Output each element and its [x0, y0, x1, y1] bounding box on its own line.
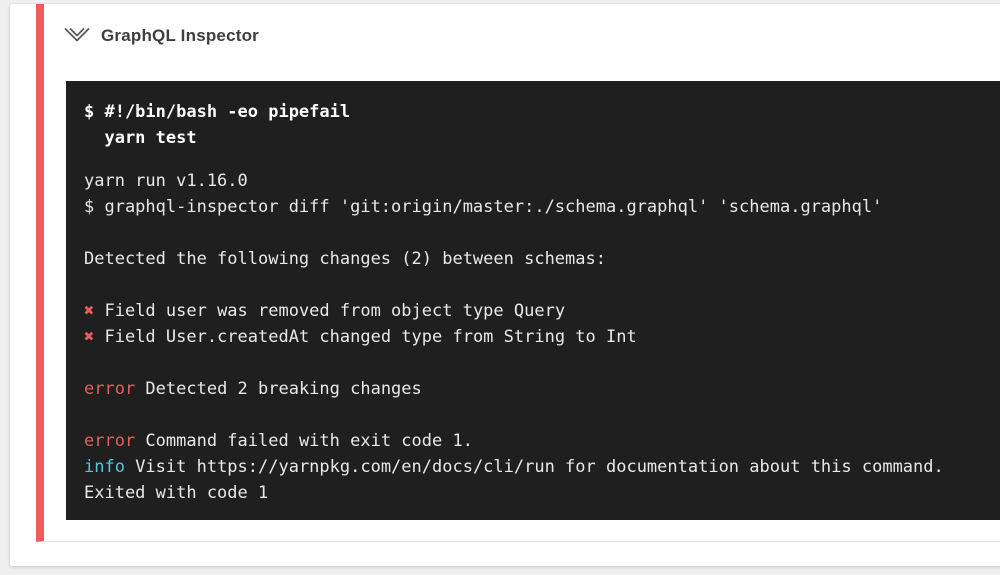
terminal-cross-segment: ✖ [84, 327, 95, 347]
terminal-line [84, 402, 1000, 428]
terminal-line: error Command failed with exit code 1. [84, 428, 1000, 454]
terminal-line [84, 272, 1000, 298]
terminal-command-line: $ #!/bin/bash -eo pipefail [84, 102, 351, 122]
terminal-text-segment: Field user was removed from object type … [94, 301, 566, 321]
terminal-line [84, 220, 1000, 246]
terminal-line: ✖ Field User.createdAt changed type from… [84, 324, 1000, 350]
terminal-text-segment: yarn run v1.16.0 [84, 171, 248, 191]
terminal-text-segment: Exited with code 1 [84, 483, 269, 503]
build-output-card: GraphQL Inspector $ #!/bin/bash -eo pipe… [10, 4, 1000, 566]
terminal-text-segment: $ graphql-inspector diff 'git:origin/mas… [84, 197, 883, 217]
terminal-text-segment: Field User.createdAt changed type from S… [94, 327, 637, 347]
terminal-line: error Detected 2 breaking changes [84, 376, 1000, 402]
terminal-info-segment: info [84, 457, 125, 477]
terminal-line [84, 350, 1000, 376]
terminal-output-panel: $ #!/bin/bash -eo pipefail yarn test yar… [66, 81, 1000, 520]
terminal-line: Exited with code 1 [84, 480, 1000, 506]
terminal-line: yarn run v1.16.0 [84, 168, 1000, 194]
terminal-line: $ graphql-inspector diff 'git:origin/mas… [84, 194, 1000, 220]
terminal-text-segment: Visit https://yarnpkg.com/en/docs/cli/ru… [124, 457, 944, 477]
terminal-output: yarn run v1.16.0 $ graphql-inspector diff… [84, 168, 1000, 506]
terminal-error-segment: error [84, 379, 136, 399]
terminal-text-segment: Detected 2 breaking changes [135, 379, 422, 399]
terminal-error-segment: error [84, 431, 136, 451]
step-header[interactable]: GraphQL Inspector [44, 4, 1000, 60]
terminal-command-line: yarn test [84, 128, 197, 148]
terminal-text-segment: Detected the following changes (2) betwe… [84, 249, 606, 269]
build-step-failed: GraphQL Inspector $ #!/bin/bash -eo pipe… [36, 4, 1000, 542]
chevron-double-down-icon[interactable] [63, 25, 91, 47]
terminal-cross-segment: ✖ [84, 301, 95, 321]
terminal-line: Detected the following changes (2) betwe… [84, 246, 1000, 272]
step-title: GraphQL Inspector [101, 26, 260, 45]
terminal-line: ✖ Field user was removed from object typ… [84, 298, 1000, 324]
terminal-line: info Visit https://yarnpkg.com/en/docs/c… [84, 454, 1000, 480]
terminal-command-block: $ #!/bin/bash -eo pipefail yarn test [84, 99, 1000, 151]
terminal-text-segment: Command failed with exit code 1. [135, 431, 473, 451]
